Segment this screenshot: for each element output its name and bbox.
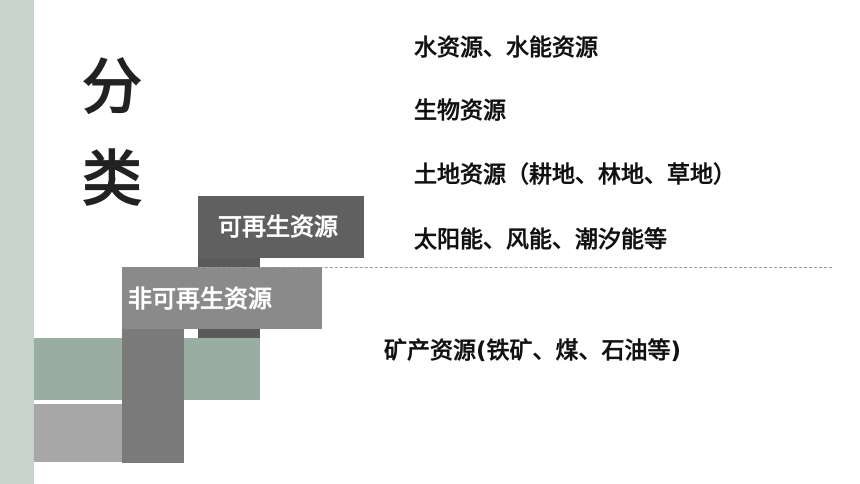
title-char-1: 分 [82,53,142,123]
nonrenewable-label: 非可再生资源 [128,285,272,313]
renewable-item-land: 土地资源（耕地、林地、草地） [414,162,736,188]
renewable-label: 可再生资源 [218,213,338,241]
renewable-item-biological: 生物资源 [414,98,506,124]
nonrenewable-item-minerals: 矿产资源(铁矿、煤、石油等) [384,338,682,364]
renewable-item-energy: 太阳能、风能、潮汐能等 [414,227,667,253]
section-divider [200,267,832,268]
nonrenewable-block [122,267,322,329]
renewable-item-water: 水资源、水能资源 [414,35,598,61]
renewable-block [198,196,364,258]
gray-pillar-block [122,329,184,463]
left-accent-bar [0,0,34,484]
light-gray-block [34,404,122,462]
title-char-2: 类 [82,145,142,215]
